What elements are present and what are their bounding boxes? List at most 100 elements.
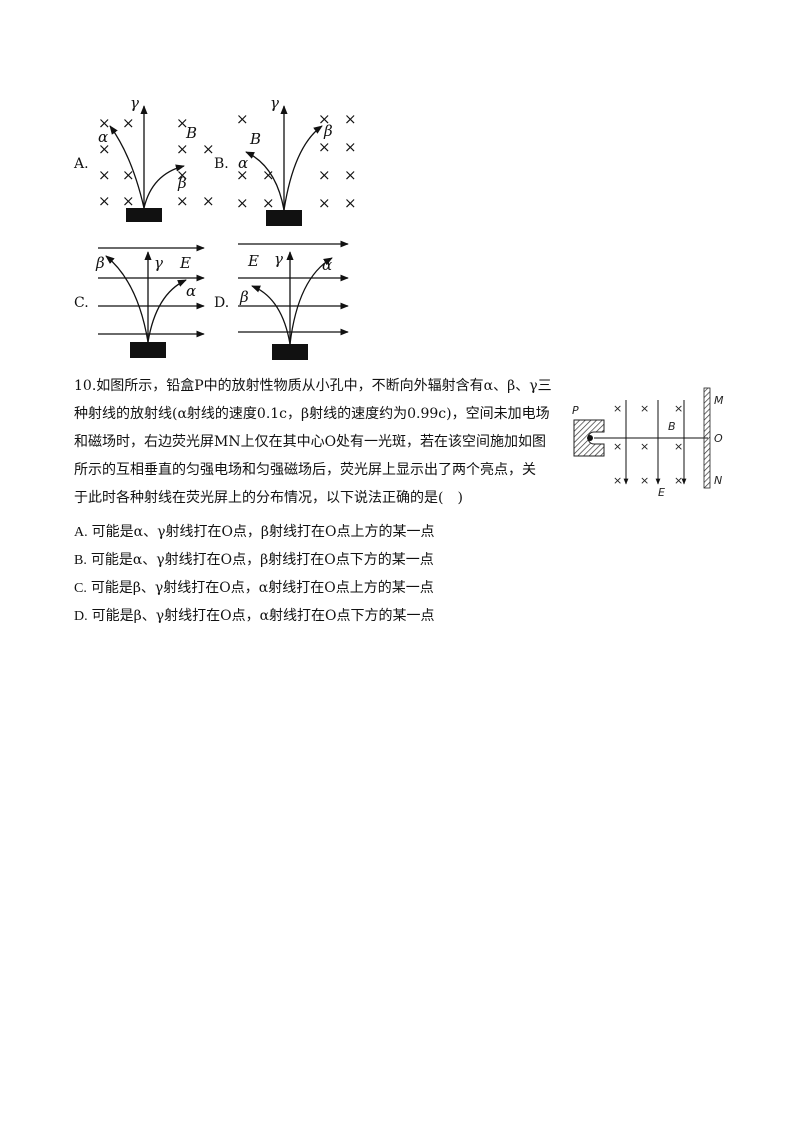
svg-text:×: × <box>236 194 249 212</box>
svg-text:×: × <box>176 192 189 210</box>
svg-text:×: × <box>202 140 215 158</box>
question-line-3: 和磁场时，右边荧光屏MN上仅在其中心O处有一光斑，若在该空间施加如图 <box>74 434 547 450</box>
beta-symbol: β <box>95 254 105 272</box>
svg-text:×: × <box>98 140 111 158</box>
svg-text:×: × <box>344 138 357 156</box>
choice-c-label: C. <box>74 581 87 596</box>
svg-text:×: × <box>318 138 331 156</box>
beta-symbol: β <box>323 122 333 140</box>
figure-c-electric-field: β γ E α <box>94 238 214 362</box>
svg-text:×: × <box>202 192 215 210</box>
beta-ray <box>251 285 291 345</box>
option-d-label: D. <box>214 295 230 311</box>
svg-text:×: × <box>318 110 331 128</box>
label-m: M <box>714 394 724 407</box>
alpha-ray <box>109 125 145 209</box>
question-line-2: 种射线的放射线(α射线的速度0.1c，β射线的速度约为0.99c)，空间未加电场 <box>74 406 550 422</box>
beta-symbol: β <box>177 174 187 192</box>
svg-text:×: × <box>640 440 649 453</box>
lead-box-svg: P E × × × × × × × × × B M O N <box>572 387 724 499</box>
alpha-symbol: α <box>98 128 108 146</box>
source-block <box>126 208 162 222</box>
choice-d-text: 可能是β、γ射线打在O点，α射线打在O点下方的某一点 <box>91 608 435 624</box>
svg-text:×: × <box>318 194 331 212</box>
svg-text:×: × <box>262 194 275 212</box>
svg-text:×: × <box>98 192 111 210</box>
svg-text:×: × <box>318 166 331 184</box>
cross-mark: × <box>98 114 111 132</box>
figure-c-svg: β γ E α <box>95 244 205 358</box>
svg-text:×: × <box>613 402 622 415</box>
beta-ray <box>105 255 149 343</box>
question-line-1: 10.如图所示，铅盒P中的放射性物质从小孔中，不断向外辐射含有α、β、γ三 <box>74 378 552 394</box>
svg-text:×: × <box>98 166 111 184</box>
svg-text:×: × <box>674 440 683 453</box>
figure-a-magnetic-field: × × × × × × × × × × × × × γ α B β <box>92 94 222 226</box>
gamma-symbol: γ <box>270 94 279 112</box>
option-c-label: C. <box>74 295 89 311</box>
choice-d[interactable]: D.可能是β、γ射线打在O点，α射线打在O点下方的某一点 <box>74 605 435 625</box>
svg-text:×: × <box>262 166 275 184</box>
svg-text:×: × <box>674 402 683 415</box>
svg-text:×: × <box>236 110 249 128</box>
field-symbol: E <box>247 252 259 270</box>
source-block <box>272 344 308 360</box>
field-symbol: B <box>249 130 261 148</box>
figure-b-svg: × × × × × × × × × × × × × γ B α β <box>236 94 357 226</box>
label-e: E <box>658 486 665 499</box>
choice-b[interactable]: B.可能是α、γ射线打在O点，β射线打在O点下方的某一点 <box>74 549 434 569</box>
svg-text:×: × <box>122 114 135 132</box>
svg-text:×: × <box>344 194 357 212</box>
lead-box-field-diagram: P E × × × × × × × × × B M O N <box>570 384 730 500</box>
svg-text:×: × <box>613 474 622 487</box>
alpha-symbol: α <box>322 256 332 274</box>
svg-text:×: × <box>176 140 189 158</box>
gamma-symbol: γ <box>154 254 163 272</box>
source-block <box>266 210 302 226</box>
choice-c-text: 可能是β、γ射线打在O点，α射线打在O点上方的某一点 <box>90 580 434 596</box>
alpha-ray <box>289 257 333 345</box>
beta-ray <box>143 164 185 209</box>
label-o: O <box>714 432 723 445</box>
svg-text:×: × <box>674 474 683 487</box>
choice-b-label: B. <box>74 553 87 568</box>
field-symbol: E <box>179 254 191 272</box>
choice-a[interactable]: A.可能是α、γ射线打在O点，β射线打在O点上方的某一点 <box>74 521 435 541</box>
svg-text:×: × <box>122 192 135 210</box>
option-b-label: B. <box>214 156 229 172</box>
svg-text:×: × <box>122 166 135 184</box>
gamma-symbol: γ <box>130 94 139 112</box>
alpha-symbol: α <box>238 154 248 172</box>
beta-ray <box>283 125 323 211</box>
svg-text:×: × <box>176 114 189 132</box>
alpha-ray <box>245 151 285 211</box>
figure-d-electric-field: E γ α β <box>234 238 354 364</box>
alpha-ray <box>147 279 187 343</box>
svg-text:×: × <box>344 166 357 184</box>
svg-text:×: × <box>236 166 249 184</box>
figure-b-magnetic-field: × × × × × × × × × × × × × γ B α β <box>232 94 362 231</box>
svg-text:×: × <box>344 110 357 128</box>
option-a-label: A. <box>74 156 89 172</box>
svg-text:×: × <box>613 440 622 453</box>
label-p: P <box>572 404 579 417</box>
choice-b-text: 可能是α、γ射线打在O点，β射线打在O点下方的某一点 <box>90 552 434 568</box>
question-line-5: 于此时各种射线在荧光屏上的分布情况，以下说法正确的是( ) <box>74 490 463 506</box>
svg-text:×: × <box>640 402 649 415</box>
label-n: N <box>714 474 722 487</box>
choice-c[interactable]: C.可能是β、γ射线打在O点，α射线打在O点上方的某一点 <box>74 577 434 597</box>
gamma-symbol: γ <box>274 250 283 268</box>
alpha-symbol: α <box>186 282 196 300</box>
source-block <box>130 342 166 358</box>
source-hole <box>587 435 593 441</box>
svg-text:×: × <box>640 474 649 487</box>
label-b: B <box>668 420 676 433</box>
beta-symbol: β <box>239 288 249 306</box>
figure-d-svg: E γ α β <box>238 240 349 360</box>
fluorescent-screen <box>703 387 711 489</box>
field-symbol: B <box>185 124 197 142</box>
question-line-4: 所示的互相垂直的匀强电场和匀强磁场后，荧光屏上显示出了两个亮点，关 <box>74 462 536 478</box>
choice-a-label: A. <box>74 525 88 540</box>
figure-a-svg: × × × × × × × × × × × × × γ α B β <box>98 94 215 222</box>
choice-a-text: 可能是α、γ射线打在O点，β射线打在O点上方的某一点 <box>91 524 435 540</box>
